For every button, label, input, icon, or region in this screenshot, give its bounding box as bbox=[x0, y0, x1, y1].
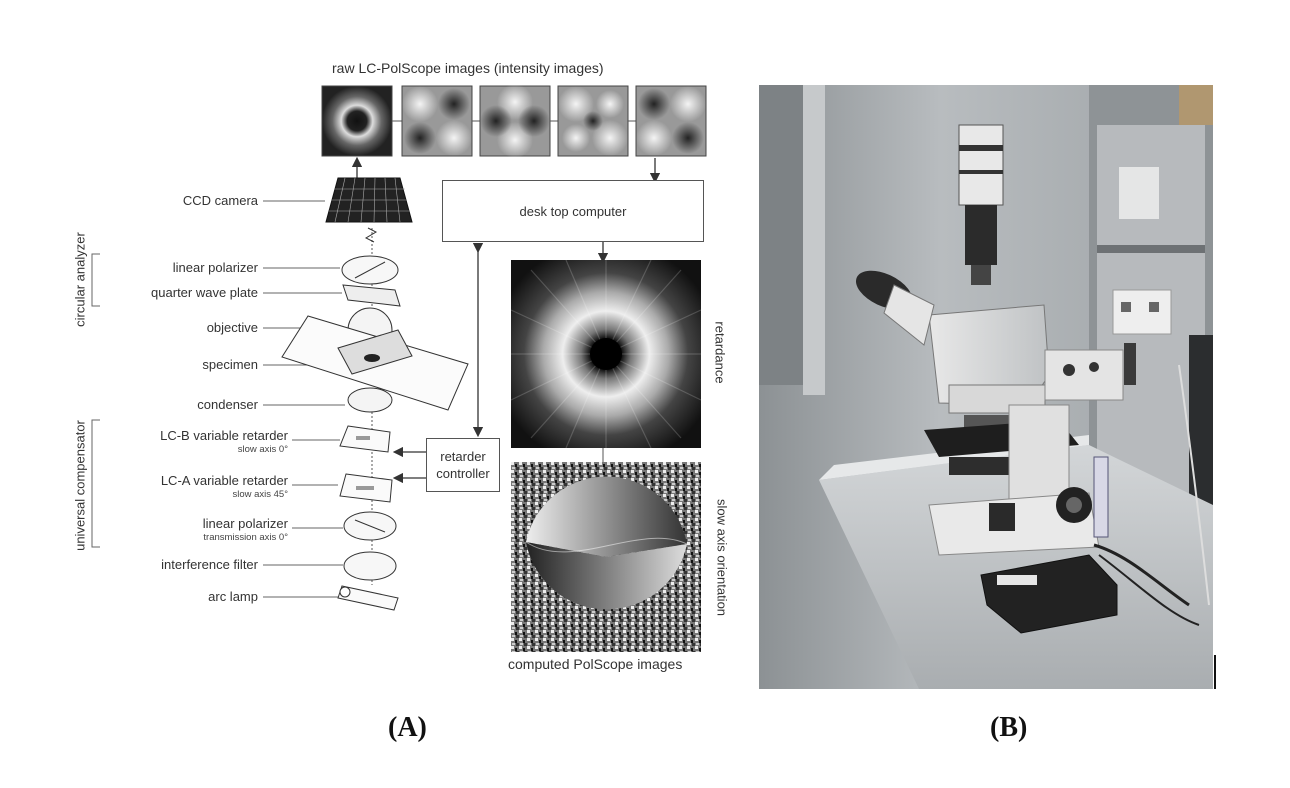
retarder-controller-box: retarder controller bbox=[426, 438, 500, 492]
label-condenser: condenser bbox=[197, 397, 258, 412]
interference-filter-icon bbox=[343, 551, 397, 581]
ccd-camera-icon bbox=[325, 177, 413, 243]
quarter-wave-plate-icon bbox=[342, 284, 401, 307]
condenser-icon bbox=[347, 387, 393, 413]
label-objective: objective bbox=[206, 320, 258, 335]
label-transmission-axis: transmission axis 0° bbox=[203, 532, 288, 543]
label-lc-a-retarder: LC-A variable retarder bbox=[160, 473, 288, 488]
label-quarter-wave-plate: quarter wave plate bbox=[151, 285, 258, 300]
label-lc-b-slow-axis: slow axis 0° bbox=[237, 444, 288, 455]
microscope-photo bbox=[759, 85, 1213, 689]
raw-images-title: raw LC-PolScope images (intensity images… bbox=[332, 60, 604, 76]
label-interference-filter: interference filter bbox=[161, 557, 258, 572]
universal-compensator-group-label: universal compensator bbox=[72, 420, 88, 551]
label-ccd-camera: CCD camera bbox=[182, 193, 258, 208]
label-specimen: specimen bbox=[202, 357, 258, 372]
label-linear-polarizer-top: linear polarizer bbox=[172, 260, 258, 275]
label-lc-b-retarder: LC-B variable retarder bbox=[160, 428, 288, 443]
controller-line-1: retarder bbox=[440, 449, 486, 464]
label-lc-a-slow-axis: slow axis 45° bbox=[232, 489, 288, 500]
retardance-image bbox=[511, 260, 701, 448]
computed-images-title: computed PolScope images bbox=[508, 656, 683, 672]
panel-a-label: (A) bbox=[388, 712, 427, 743]
slow-axis-label: slow axis orientation bbox=[714, 498, 730, 617]
raw-image-2 bbox=[401, 85, 473, 157]
raw-image-strip bbox=[321, 84, 707, 158]
raw-image-5 bbox=[635, 85, 707, 157]
controller-line-2: controller bbox=[436, 466, 490, 481]
circular-analyzer-group-label: circular analyzer bbox=[72, 232, 88, 327]
label-arc-lamp: arc lamp bbox=[208, 589, 258, 604]
connector-lines bbox=[91, 156, 661, 611]
desktop-computer-box: desk top computer bbox=[442, 180, 704, 242]
photo-edge-mark bbox=[1214, 655, 1216, 689]
raw-image-3 bbox=[479, 84, 551, 158]
arc-lamp-icon bbox=[337, 585, 399, 611]
retardance-label: retardance bbox=[712, 321, 728, 384]
panel-b-label: (B) bbox=[990, 712, 1028, 743]
raw-image-4 bbox=[557, 85, 629, 157]
label-linear-polarizer-bottom: linear polarizer bbox=[202, 516, 288, 531]
slow-axis-orientation-image bbox=[511, 462, 701, 652]
